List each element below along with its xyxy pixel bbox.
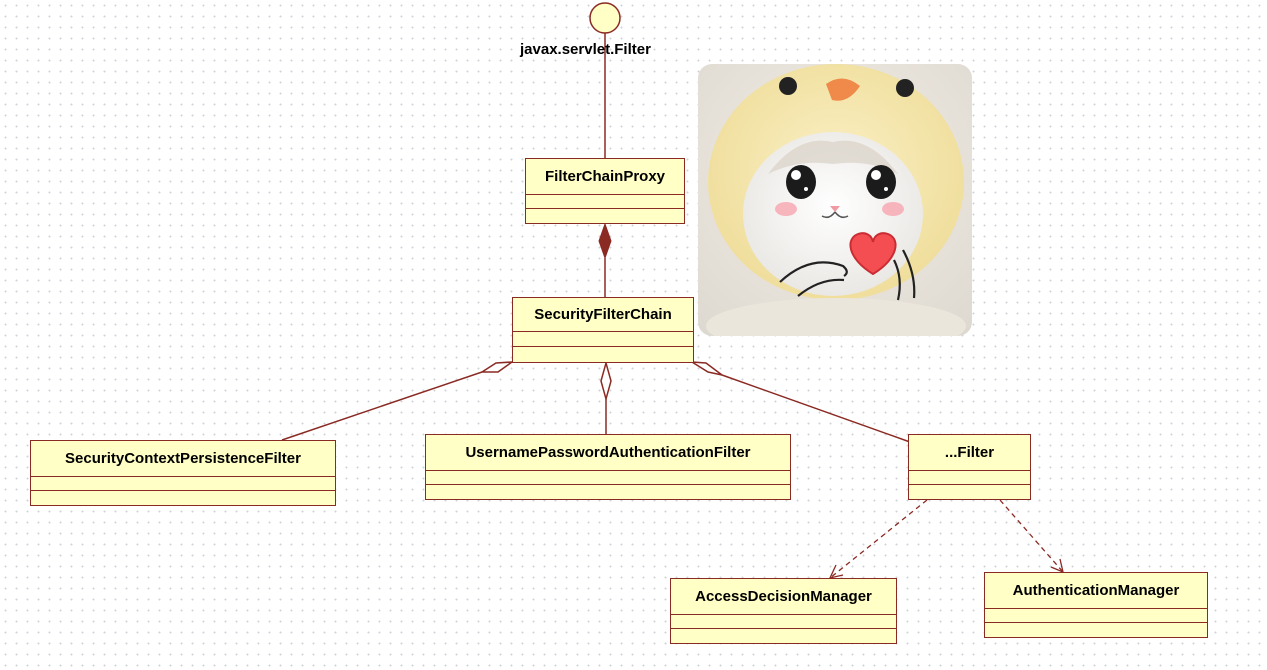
class-attributes — [426, 471, 790, 485]
class-name: AuthenticationManager — [985, 573, 1207, 609]
class-operations — [513, 347, 693, 361]
class-operations — [426, 485, 790, 498]
dependency-line-access-decision — [829, 499, 928, 579]
class-username-password-authentication-filter[interactable]: UsernamePasswordAuthenticationFilter — [425, 434, 791, 500]
interface-label: javax.servlet.Filter — [520, 41, 651, 58]
class-name: UsernamePasswordAuthenticationFilter — [426, 435, 790, 471]
class-access-decision-manager[interactable]: AccessDecisionManager — [670, 578, 897, 644]
aggregation-diamond-icon — [691, 361, 723, 376]
class-name: AccessDecisionManager — [671, 579, 896, 615]
class-attributes — [671, 615, 896, 629]
class-filter-chain-proxy[interactable]: FilterChainProxy — [525, 158, 685, 224]
class-operations — [671, 629, 896, 642]
aggregation-line-context-filter — [281, 371, 483, 441]
class-attributes — [31, 477, 335, 491]
aggregation-diamond-icon — [479, 361, 515, 373]
interface-lollipop-icon — [589, 2, 621, 34]
class-name: ...Filter — [909, 435, 1030, 471]
class-authentication-manager[interactable]: AuthenticationManager — [984, 572, 1208, 638]
class-operations — [31, 491, 335, 504]
class-attributes — [526, 195, 684, 209]
cat-sticker-image — [698, 64, 972, 336]
class-attributes — [909, 471, 1030, 485]
class-name: FilterChainProxy — [526, 159, 684, 195]
class-security-filter-chain[interactable]: SecurityFilterChain — [512, 297, 694, 363]
aggregation-diamond-icon — [600, 360, 612, 402]
class-attributes — [985, 609, 1207, 623]
class-operations — [985, 623, 1207, 636]
class-operations — [526, 209, 684, 222]
cat-illustration-icon — [698, 64, 972, 336]
dependency-line-authentication — [999, 499, 1064, 573]
class-attributes — [513, 332, 693, 347]
composition-diamond-icon — [598, 222, 612, 260]
class-operations — [909, 485, 1030, 498]
class-name: SecurityFilterChain — [513, 298, 693, 332]
aggregation-line-other-filter — [721, 374, 911, 443]
class-other-filter[interactable]: ...Filter — [908, 434, 1031, 500]
class-security-context-persistence-filter[interactable]: SecurityContextPersistenceFilter — [30, 440, 336, 506]
class-name: SecurityContextPersistenceFilter — [31, 441, 335, 477]
